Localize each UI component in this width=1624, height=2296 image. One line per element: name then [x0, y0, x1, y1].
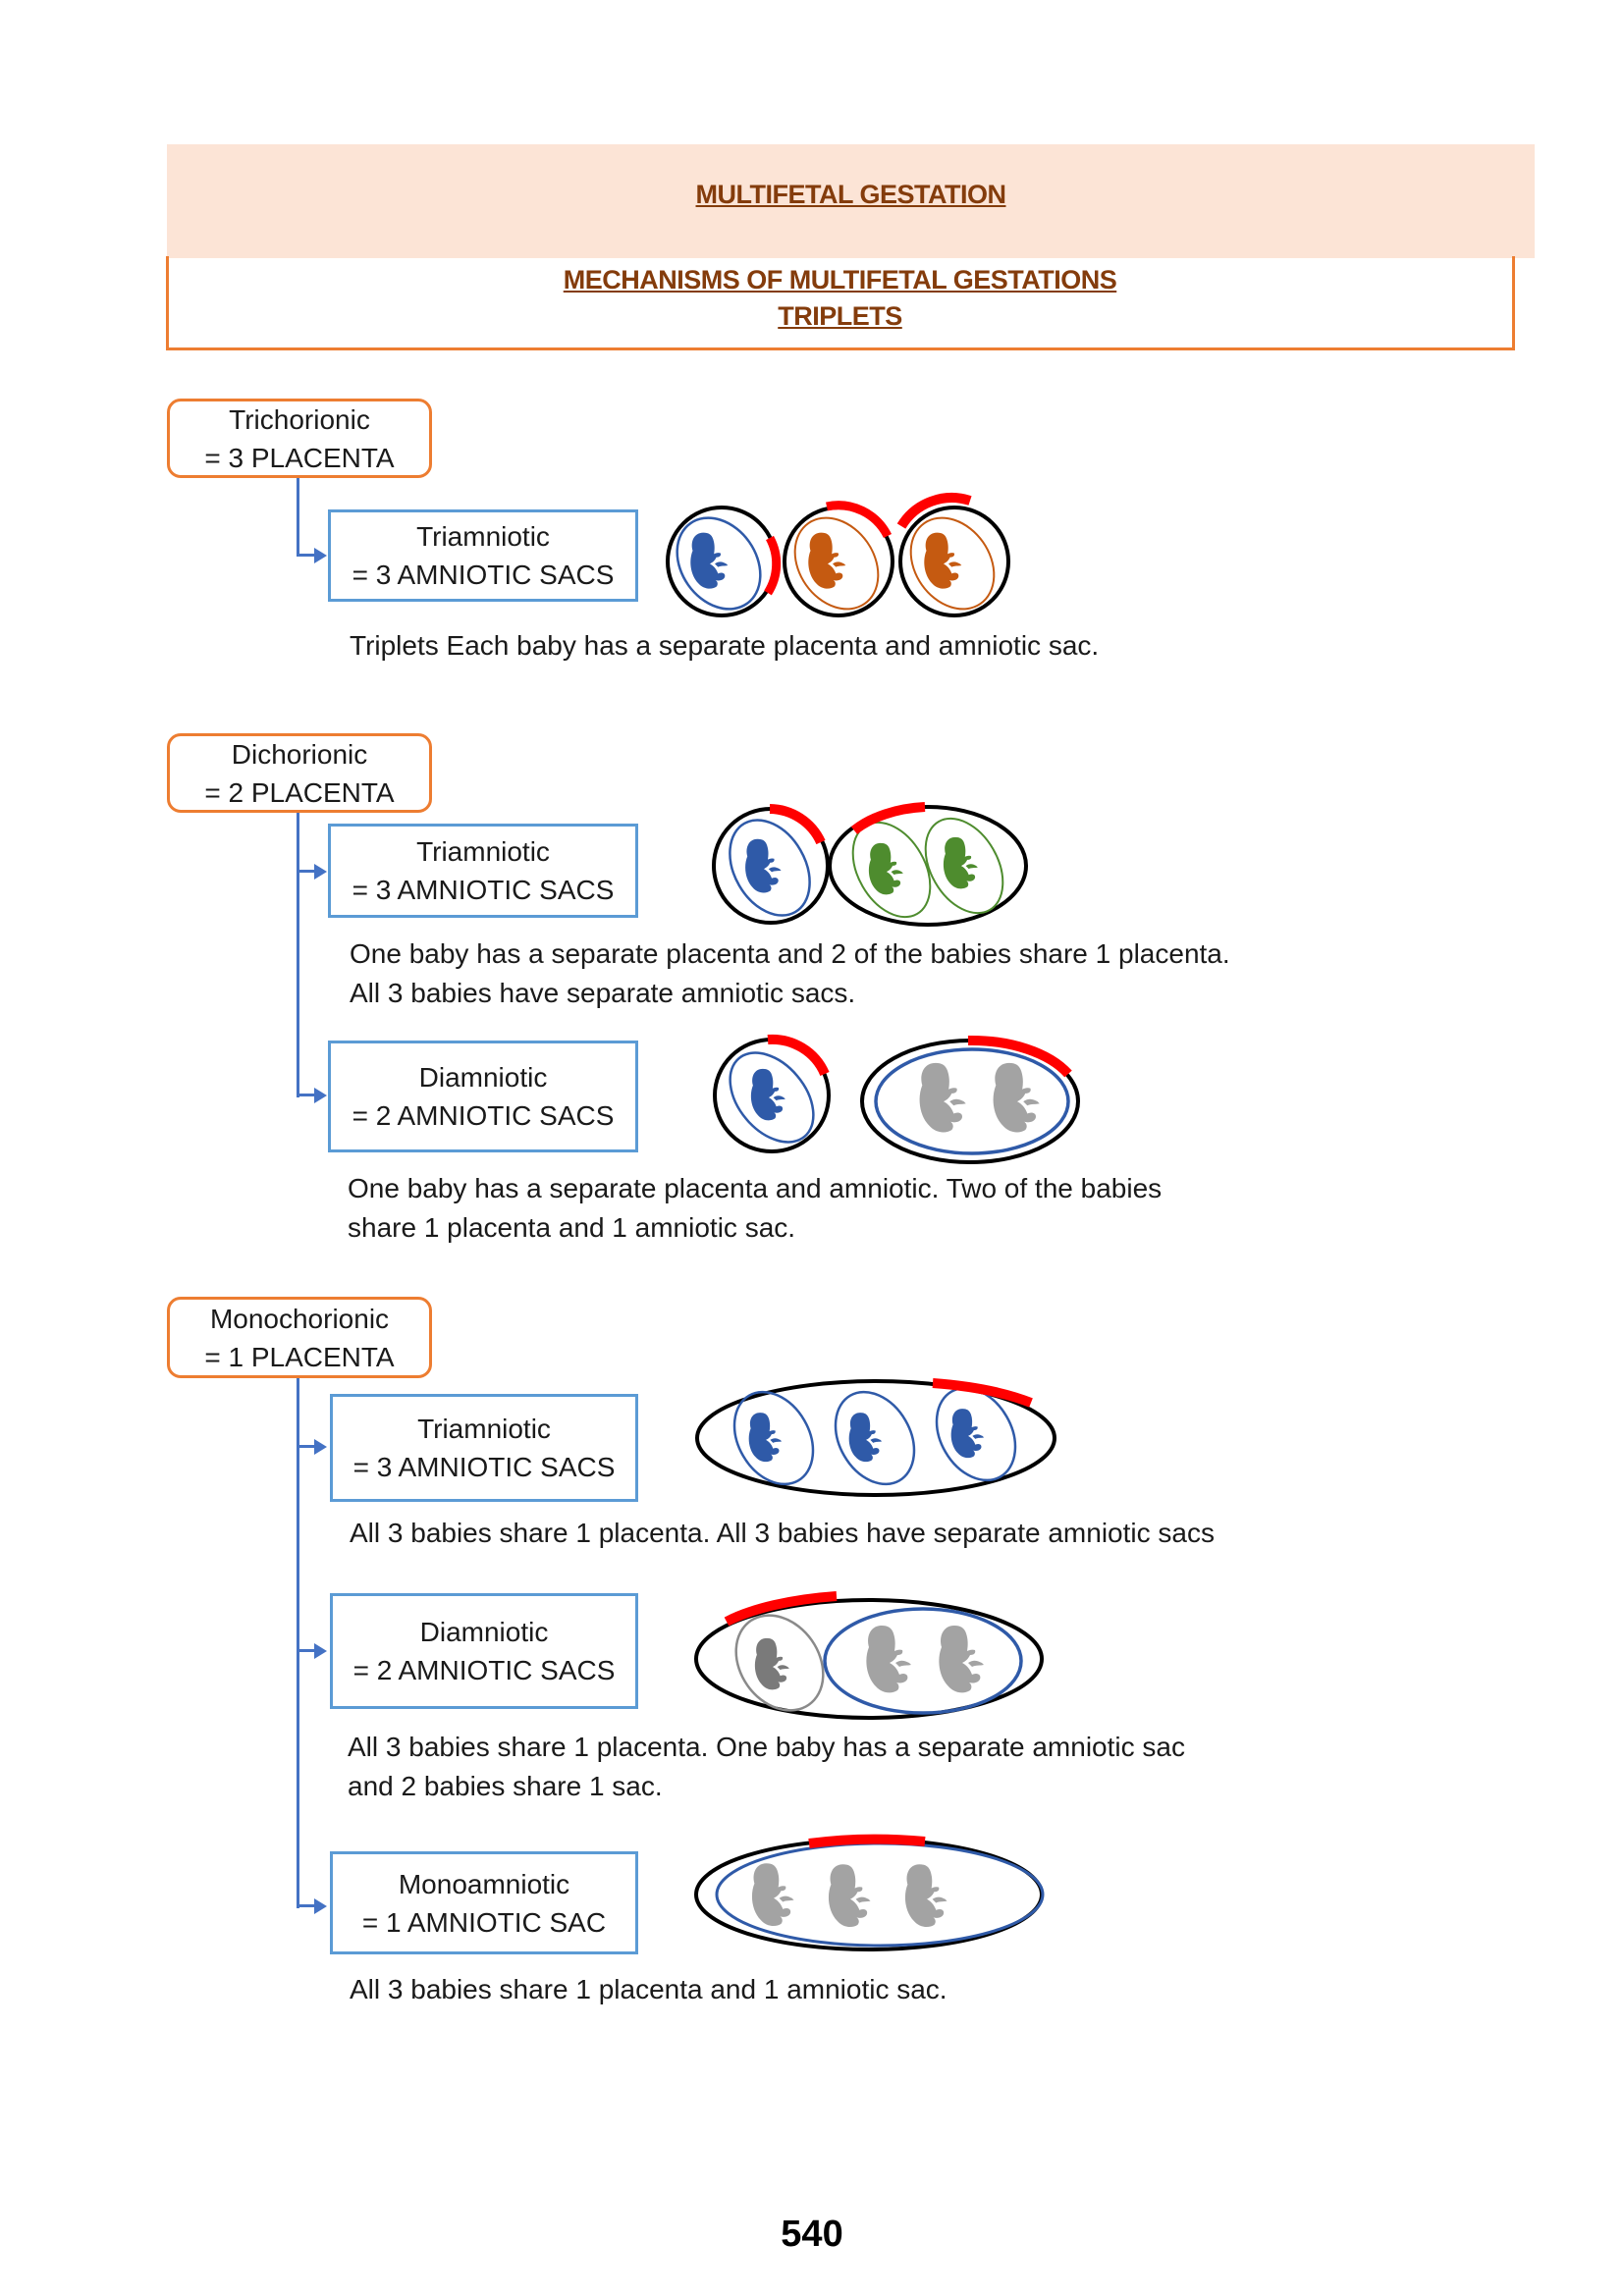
description: All 3 babies share 1 placenta and 1 amni…: [350, 1974, 947, 2004]
page-title: MULTIFETAL GESTATION: [695, 180, 1006, 209]
arrow-icon: [314, 1439, 327, 1455]
chorion-type: Trichorionic: [229, 403, 370, 435]
dichorionic-triamniotic-illustration: [712, 802, 1028, 927]
connector-branch: [297, 1445, 316, 1448]
connector-branch: [297, 1904, 316, 1907]
trichorionic-triamniotic-illustration: [666, 493, 1010, 617]
sac-count: = 1 AMNIOTIC SAC: [361, 1906, 607, 1938]
description-line-2: share 1 placenta and 1 amniotic sac.: [348, 1212, 796, 1243]
amnion-type: Triamniotic: [416, 521, 550, 552]
chorion-single: [712, 804, 830, 925]
amnion-type: Triamniotic: [417, 1414, 551, 1444]
page-number: 540: [781, 2214, 843, 2255]
placenta-mark: [932, 1378, 1033, 1408]
placenta-mark: [826, 501, 893, 539]
arrow-icon: [314, 1643, 327, 1659]
placenta-mark: [764, 535, 782, 596]
placenta-count: = 3 PLACENTA: [204, 442, 395, 473]
amnion-type: Triamniotic: [416, 836, 550, 867]
connector-branch: [297, 554, 316, 557]
amnion-box-diamniotic: Diamniotic = 2 AMNIOTIC SACS: [328, 1041, 638, 1152]
chorion-3: [896, 493, 1010, 617]
monochorionic-diamniotic-illustration: [694, 1591, 1044, 1720]
placenta-mark: [767, 1034, 830, 1077]
chorion-shared: [828, 802, 1028, 927]
placenta-mark: [808, 1834, 926, 1848]
connector-line: [297, 478, 299, 557]
placenta-mark: [896, 493, 972, 529]
chorion-type: Dichorionic: [231, 738, 368, 770]
description-line-1: All 3 babies share 1 placenta. One baby …: [348, 1732, 1185, 1762]
description: Triplets Each baby has a separate placen…: [350, 630, 1100, 661]
placenta-mark: [769, 804, 826, 845]
placenta-count: = 2 PLACENTA: [204, 776, 395, 808]
arrow-icon: [314, 1088, 327, 1103]
placenta-mark: [724, 1591, 838, 1627]
subtitle: MECHANISMS OF MULTIFETAL GESTATIONS: [563, 265, 1117, 294]
amnion-box-monoamniotic: Monoamniotic = 1 AMNIOTIC SAC: [330, 1851, 638, 1954]
subtitle-box: [166, 256, 1515, 350]
description-line-1: One baby has a separate placenta and 2 o…: [350, 938, 1230, 969]
arrow-icon: [314, 1898, 327, 1914]
placenta-mark: [967, 1035, 1072, 1078]
chorion-box-monochorionic: Monochorionic = 1 PLACENTA: [167, 1297, 432, 1378]
amnion-type: Monoamniotic: [398, 1868, 570, 1899]
monochorionic-triamniotic-illustration: [695, 1378, 1056, 1497]
sac-count: = 3 AMNIOTIC SACS: [352, 875, 615, 905]
amnion-box-triamniotic: Triamniotic = 3 AMNIOTIC SACS: [330, 1394, 638, 1502]
amnion-box-diamniotic: Diamniotic = 2 AMNIOTIC SACS: [330, 1593, 638, 1709]
connector-branch: [297, 1649, 316, 1652]
chorion-single: [713, 1034, 831, 1153]
connector-line: [297, 813, 299, 1097]
dichorionic-diamniotic-illustration: [713, 1034, 1080, 1164]
connector-branch: [297, 870, 316, 873]
chorion-1: [666, 506, 782, 617]
placenta-mark: [850, 802, 926, 834]
sac-count: = 2 AMNIOTIC SACS: [352, 1100, 615, 1131]
connector-line: [297, 1378, 299, 1908]
chorion-type: Monochorionic: [209, 1303, 390, 1334]
chorion-2: [783, 501, 894, 617]
amnion-type: Diamniotic: [419, 1617, 549, 1647]
chorion-box-trichorionic: Trichorionic = 3 PLACENTA: [167, 399, 432, 478]
placenta-count: = 1 PLACENTA: [204, 1341, 395, 1372]
amnion-box-triamniotic: Triamniotic = 3 AMNIOTIC SACS: [328, 824, 638, 918]
amnion-box-triamniotic: Triamniotic = 3 AMNIOTIC SACS: [328, 509, 638, 602]
description-line-2: and 2 babies share 1 sac.: [348, 1771, 663, 1801]
amnion-type: Diamniotic: [418, 1062, 548, 1093]
description-line-1: One baby has a separate placenta and amn…: [348, 1173, 1163, 1203]
subtitle-triplets: TRIPLETS: [778, 301, 902, 331]
chorion-box-dichorionic: Dichorionic = 2 PLACENTA: [167, 733, 432, 813]
sac-count: = 2 AMNIOTIC SACS: [352, 1655, 616, 1685]
monochorionic-monoamniotic-illustration: [694, 1834, 1045, 1951]
sac-count: = 3 AMNIOTIC SACS: [352, 1452, 616, 1482]
description-line-2: All 3 babies have separate amniotic sacs…: [350, 978, 856, 1008]
chorion-shared: [860, 1035, 1080, 1164]
header-band: [167, 144, 1535, 258]
arrow-icon: [314, 864, 327, 880]
sac-count: = 3 AMNIOTIC SACS: [352, 560, 615, 590]
arrow-icon: [314, 548, 327, 563]
connector-branch: [297, 1094, 316, 1096]
description: All 3 babies share 1 placenta. All 3 bab…: [350, 1518, 1215, 1548]
